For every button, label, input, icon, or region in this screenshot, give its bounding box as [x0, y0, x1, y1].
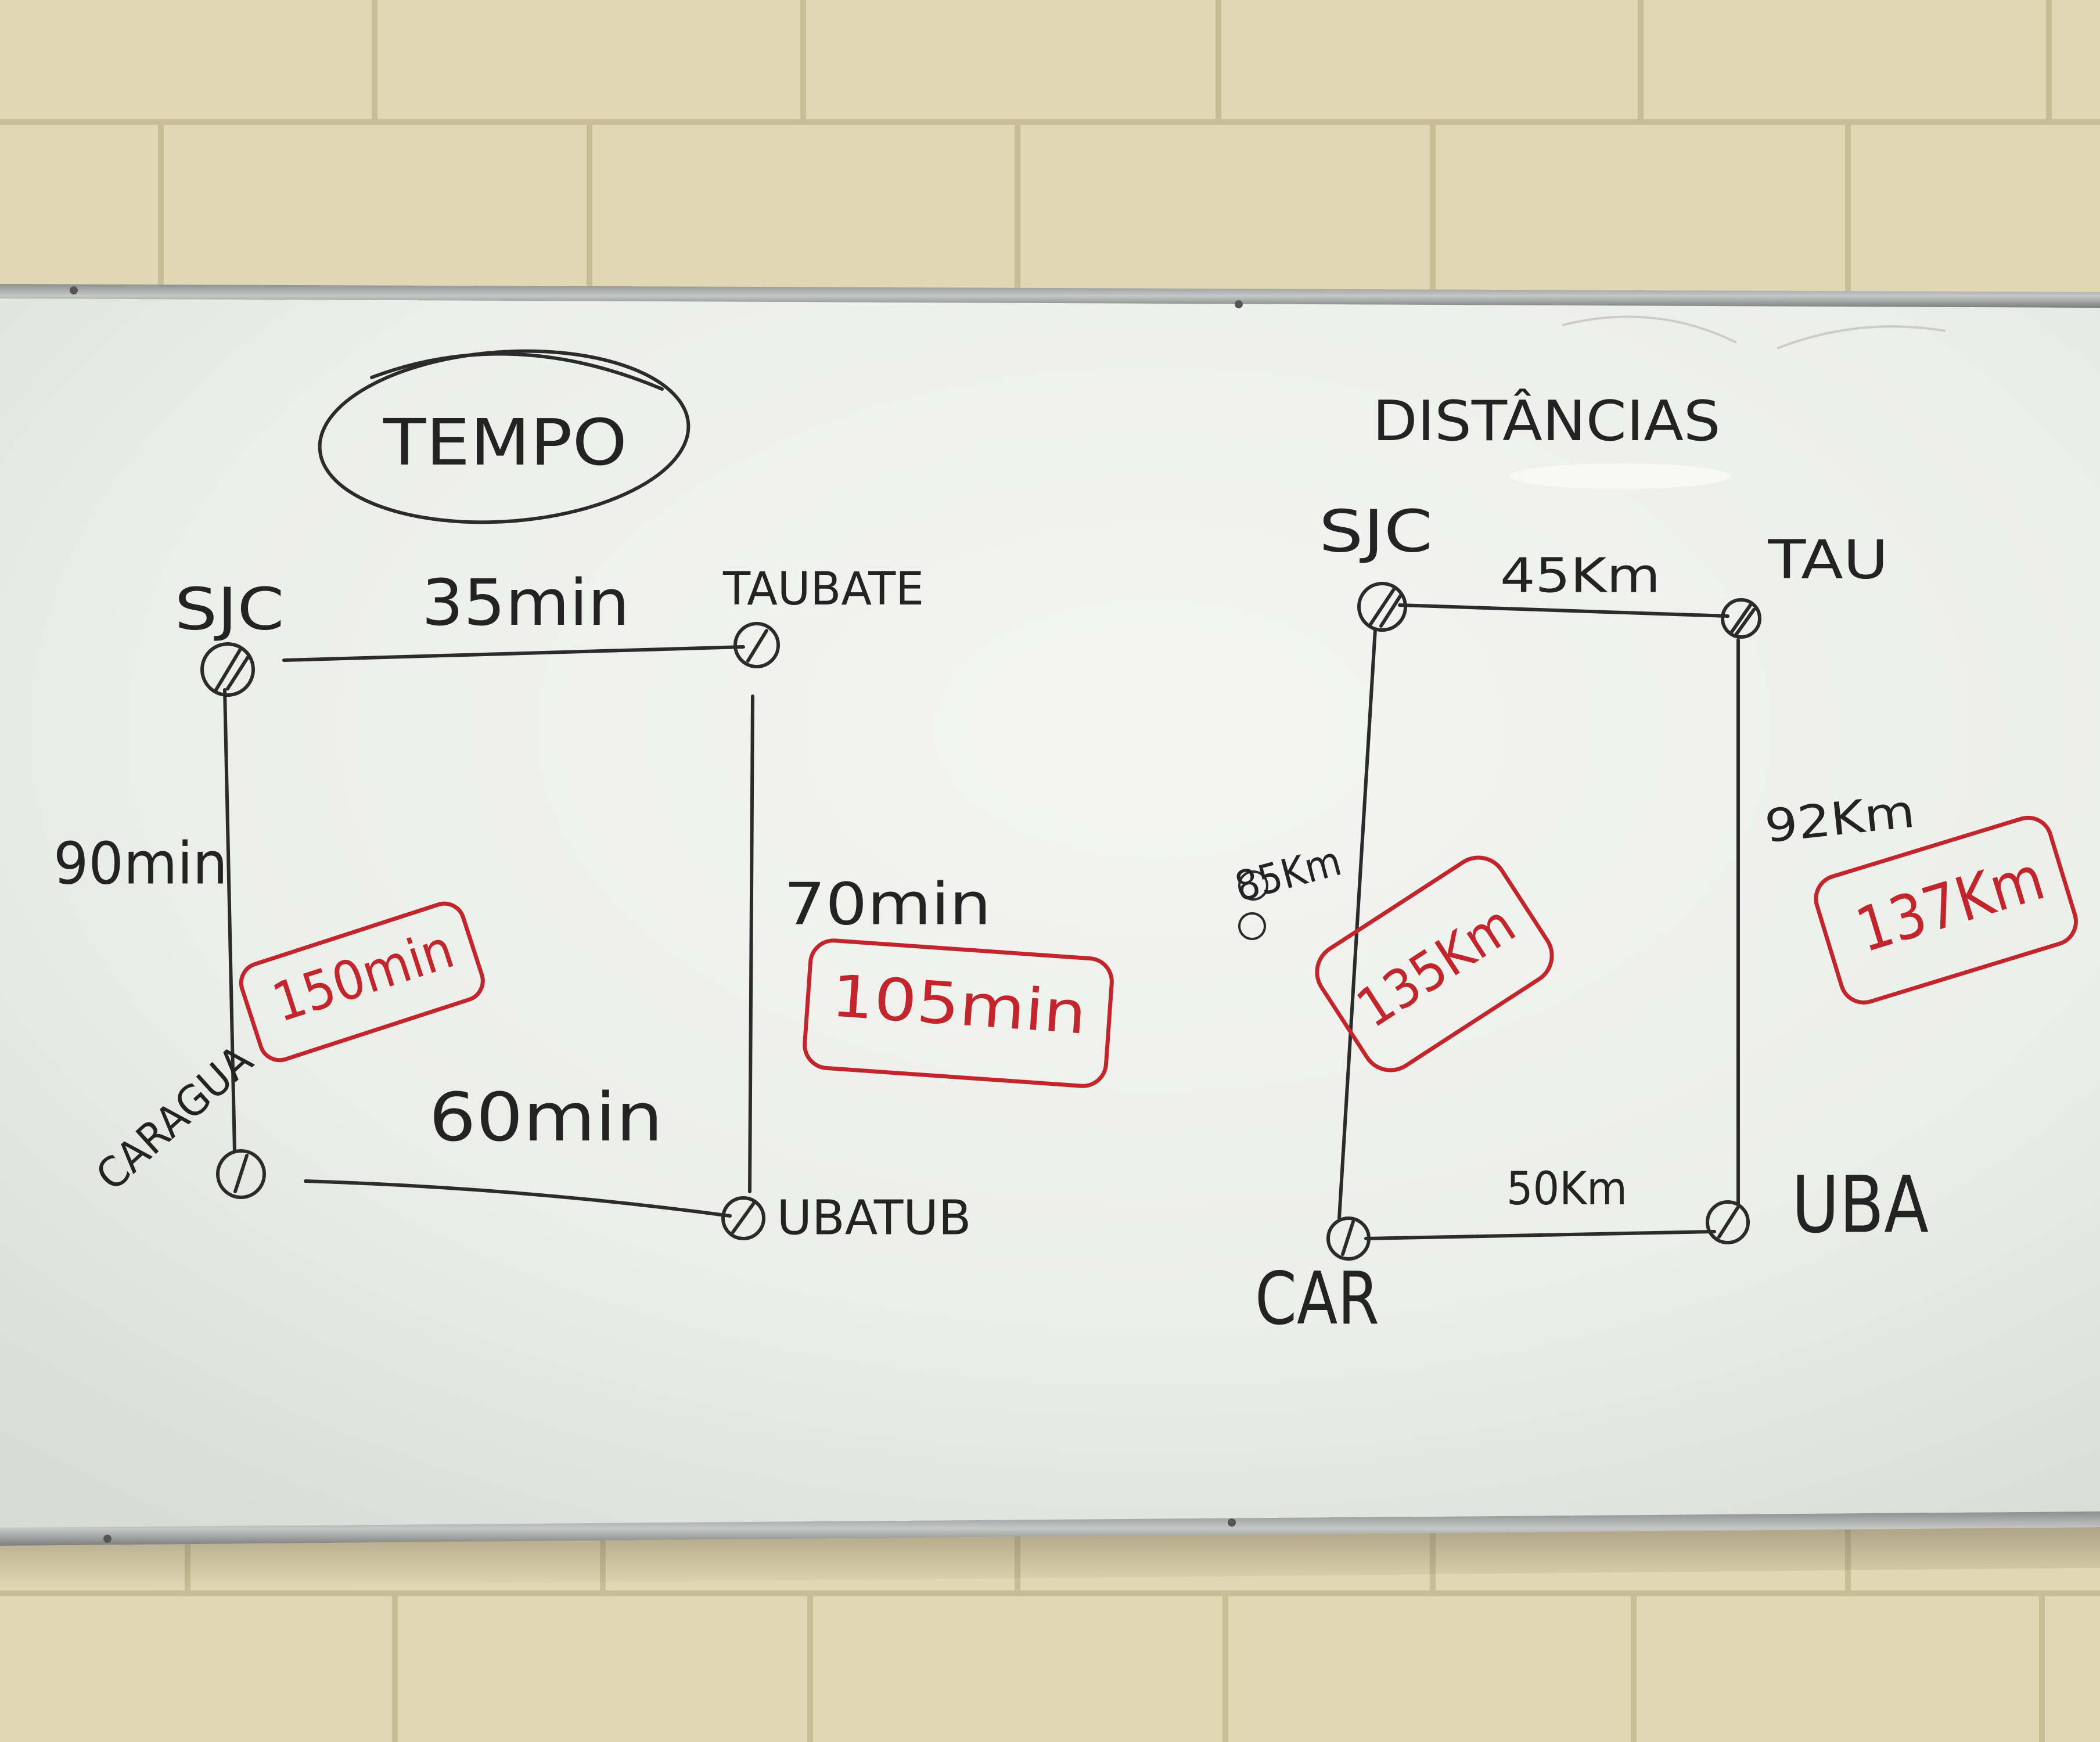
node-label-bottom-right: UBA	[1792, 1160, 1929, 1251]
edge-label-bottom: 60min	[429, 1079, 663, 1157]
node-label-top-left: SJC	[175, 575, 285, 643]
node-label-top-left: SJC	[1319, 498, 1433, 566]
node-label-top-right: TAU	[1767, 529, 1888, 591]
edge-line-left	[223, 688, 236, 1153]
frame-screw	[1235, 300, 1243, 308]
board-surface	[0, 298, 2100, 1528]
edge-label-top: 45Km	[1500, 549, 1660, 604]
distancias-title: DISTÂNCIAS	[1373, 389, 1721, 454]
frame-screw	[1228, 1518, 1236, 1527]
whiteboard	[0, 284, 2100, 1588]
frame-screw	[103, 1535, 112, 1543]
node-label-bottom-right: UBATUB	[777, 1191, 972, 1246]
edge-label-top: 35min	[422, 566, 630, 640]
node-label-top-right: TAUBATE	[722, 563, 924, 616]
node-marker-top-right	[1721, 598, 1761, 639]
edge-line-left	[1337, 628, 1377, 1220]
edge-label-right: 70min	[784, 870, 991, 938]
node-marker-bottom-right	[721, 1196, 765, 1240]
node-marker-bottom-left	[216, 1149, 266, 1199]
edge-line-bottom	[304, 1179, 732, 1218]
frame-screw	[70, 286, 78, 294]
node-marker-top-right	[733, 622, 780, 668]
node-marker-bottom-right	[1706, 1200, 1750, 1244]
node-marker-top-left	[1357, 582, 1407, 632]
light-reflection	[1510, 463, 1731, 489]
board-shadow	[0, 1527, 2100, 1588]
tempo-title: TEMPO	[383, 405, 627, 480]
edge-line-right	[748, 694, 754, 1193]
faded-marker-residue	[1562, 315, 1946, 350]
edge-line-bottom	[1364, 1230, 1716, 1240]
edge-label-bottom: 50Km	[1506, 1163, 1627, 1215]
node-label-bottom-left: CAR	[1255, 1257, 1379, 1341]
node-marker-top-left	[200, 642, 255, 697]
tempo-title-circle-overstroke	[370, 352, 664, 391]
tempo-title-circle	[318, 349, 691, 524]
node-marker-bottom-left	[1326, 1216, 1371, 1261]
edge-label-left: 90min	[53, 830, 228, 898]
board-frame-bottom	[0, 1511, 2100, 1546]
edge-line-top	[1398, 603, 1729, 618]
board-frame-top	[0, 284, 2100, 308]
edge-line-top	[282, 645, 745, 662]
